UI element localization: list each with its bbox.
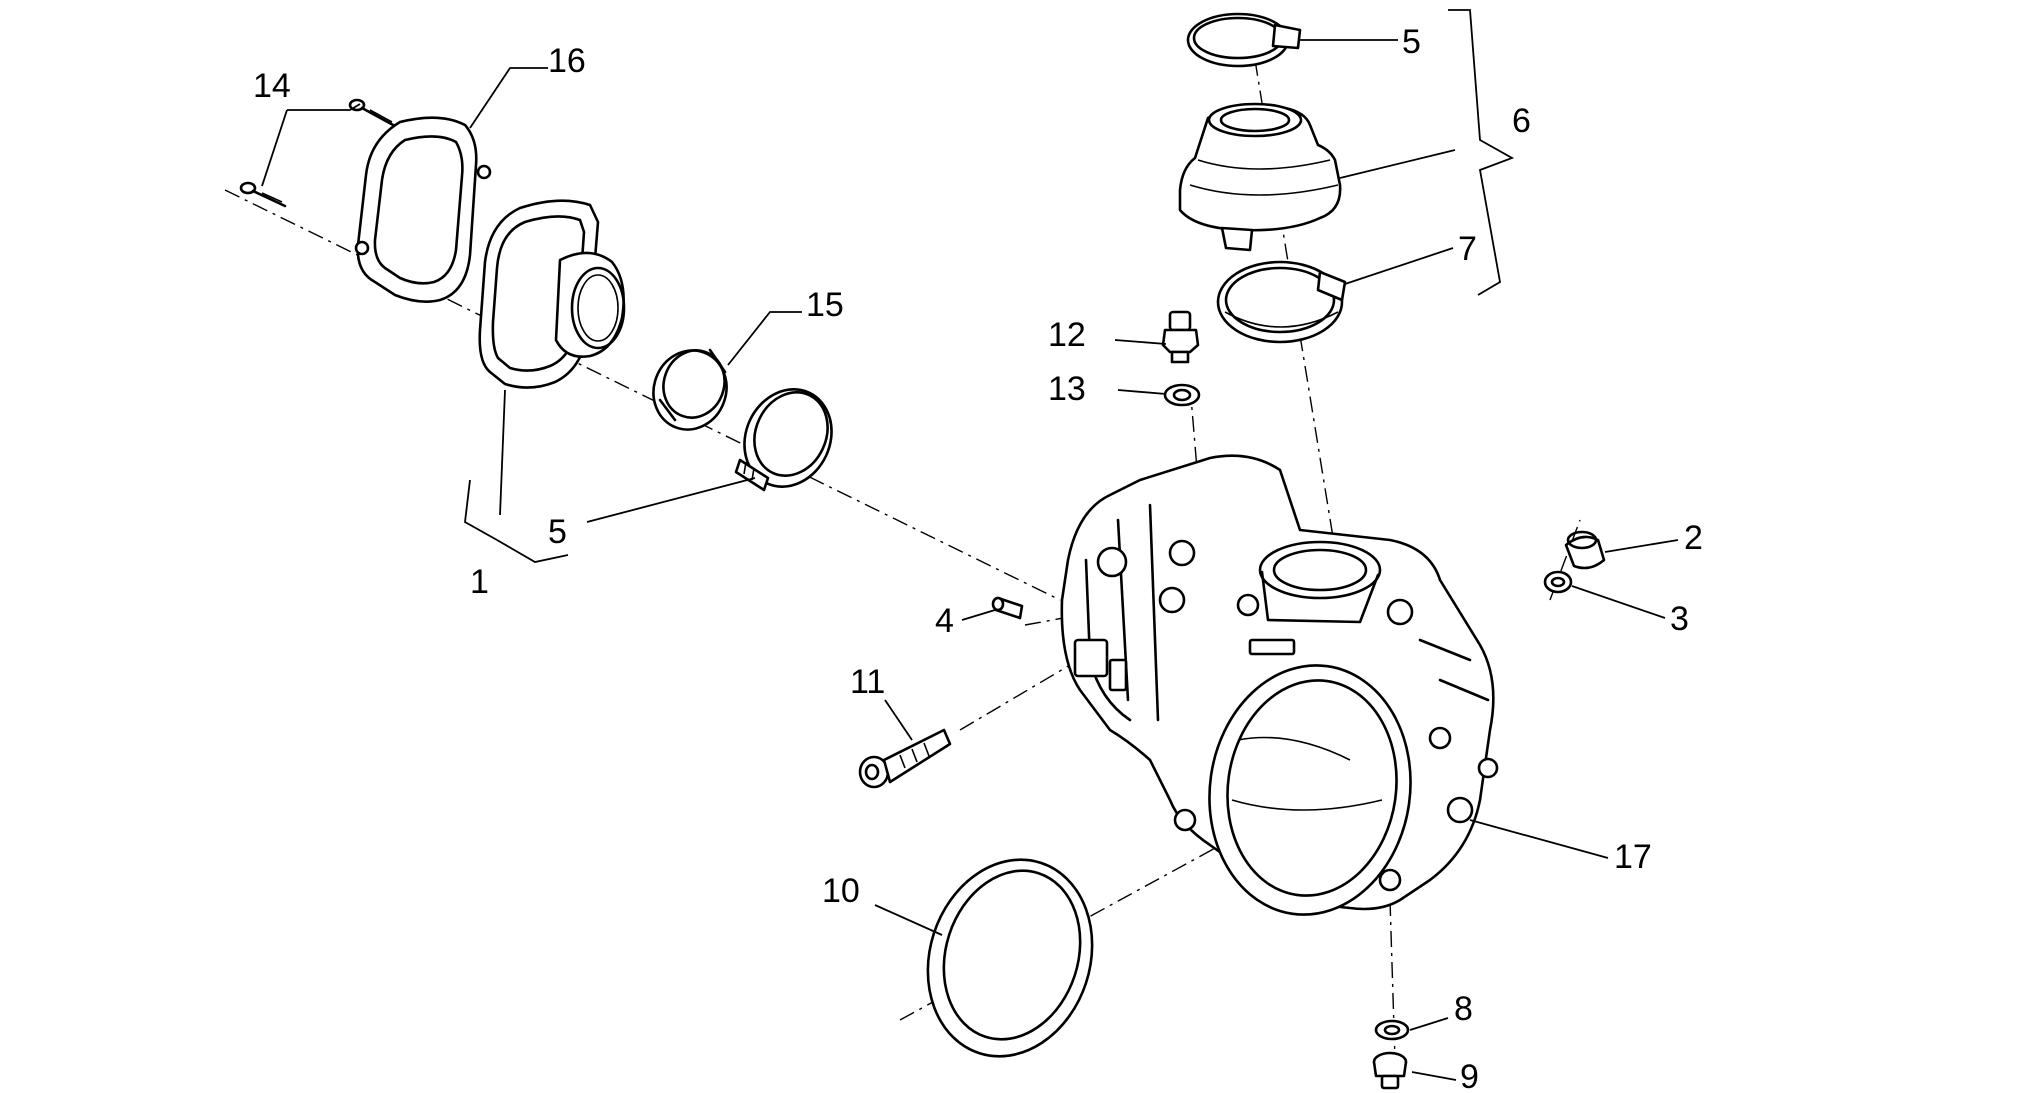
washer-part-13 [1163,383,1201,407]
callout-11: 11 [850,663,885,701]
callout-5-lower: 5 [548,513,567,551]
hose-clamp-part-7 [1216,260,1347,344]
fitting-part-12 [1161,310,1200,364]
leader-lines [261,9,1679,1081]
washer-part-3 [1543,570,1573,594]
callout-4: 4 [935,602,954,640]
callout-labels: 14 16 15 5 1 5 6 7 12 13 2 3 4 11 10 17 … [253,23,1703,1093]
drain-plug-part-9 [1372,1051,1408,1090]
callout-12: 12 [1048,316,1086,354]
callout-2: 2 [1684,519,1703,557]
callout-15: 15 [806,286,844,324]
cap-screw-part-2 [1564,530,1606,570]
callout-3: 3 [1670,600,1689,638]
flange-frame-part-16 [354,116,492,303]
washer-part-8 [1374,1019,1410,1041]
intake-boot-part-1 [478,199,626,389]
hose-clamp-part-5-upper [1186,12,1302,68]
sleeve-part-15 [652,348,728,431]
callout-6: 6 [1512,102,1531,140]
callout-10: 10 [822,872,860,910]
callout-13: 13 [1048,370,1086,408]
rubber-boot-part-6 [1178,102,1342,252]
callout-8: 8 [1454,990,1473,1028]
callout-9: 9 [1460,1058,1479,1093]
callout-17: 17 [1614,838,1652,876]
bolt-part-11 [858,728,952,789]
callout-14: 14 [253,67,291,105]
callout-16: 16 [548,42,586,80]
callout-7: 7 [1458,230,1477,268]
callout-1: 1 [470,563,489,601]
callout-5-upper: 5 [1402,23,1421,61]
pin-part-4 [991,596,1024,620]
main-housing-part-17 [1060,454,1499,916]
hose-clamp-part-5-lower [734,388,833,492]
seal-ring-part-10 [926,858,1094,1058]
screw-part-14 [239,98,397,208]
